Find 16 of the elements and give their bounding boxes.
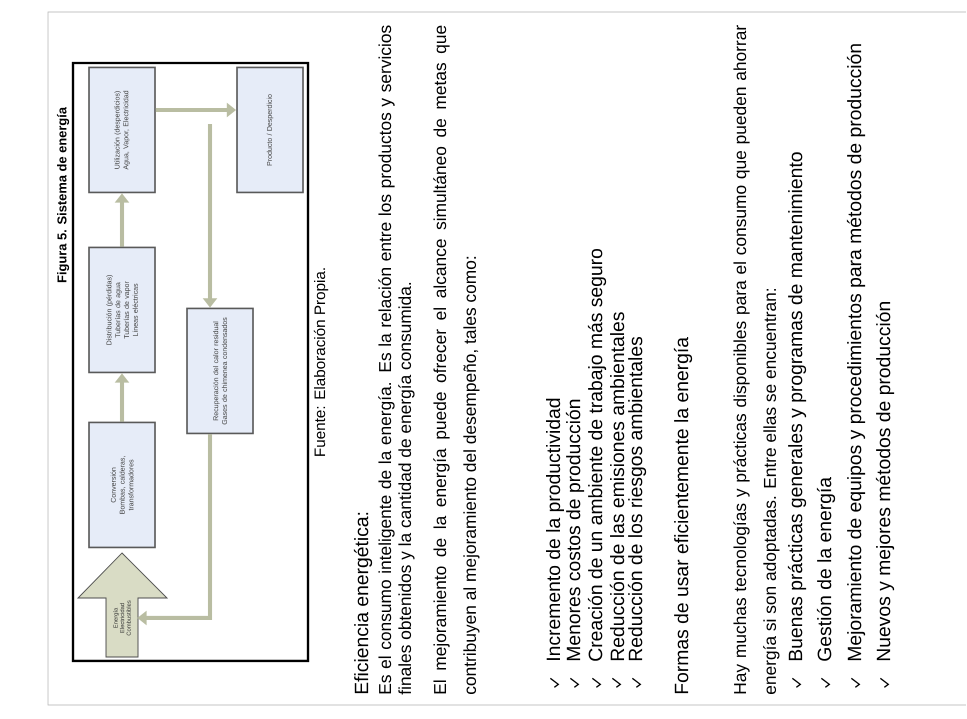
heading-text: Eficiencia energética: bbox=[354, 512, 372, 694]
heading-text: Formas de usar eficientemente la energía bbox=[674, 337, 692, 694]
paragraph: Hay muchas tecnologías y prácticas disponibles para el consumo que pueden ahorrar energía si son adoptadas. Entre ellas se encuentran: bbox=[733, 25, 780, 694]
bullet-item: Reducción de las emisiones ambientales bbox=[610, 312, 624, 660]
bullet-item: Reducción de los riesgos ambientales bbox=[628, 336, 646, 660]
bullet-item: Menores costos de producción bbox=[566, 400, 584, 660]
paragraph: El mejoramiento de la energía puede ofrecer el alcance simultáneo de metas que contribuyen al mejoramiento del desempeño, tales como: bbox=[433, 26, 480, 694]
source-caption: Fuente: Elaboración Propia. bbox=[314, 268, 328, 456]
paragraph: Es el consumo inteligente de la energía. Es la relación entre los productos y servicios finales obtenidos y la cantidad de energía consumida. bbox=[378, 26, 415, 694]
figure-title: Figura 5. Sistema de energía bbox=[56, 106, 70, 282]
bullet-item: Creación de un ambiente de trabajo más seguro bbox=[588, 248, 606, 661]
bullet-item: Buenas prácticas generales y programas de mantenimiento bbox=[788, 152, 806, 660]
bullet-item: Gestión de la energía bbox=[816, 476, 836, 661]
bullet-item: Mejoramiento de equipos y procedimientos para métodos de producción bbox=[846, 44, 866, 660]
bullet-item: Nuevos y mejores métodos de producción bbox=[876, 302, 894, 660]
bullet-item: Incremento de la productividad bbox=[546, 398, 564, 660]
